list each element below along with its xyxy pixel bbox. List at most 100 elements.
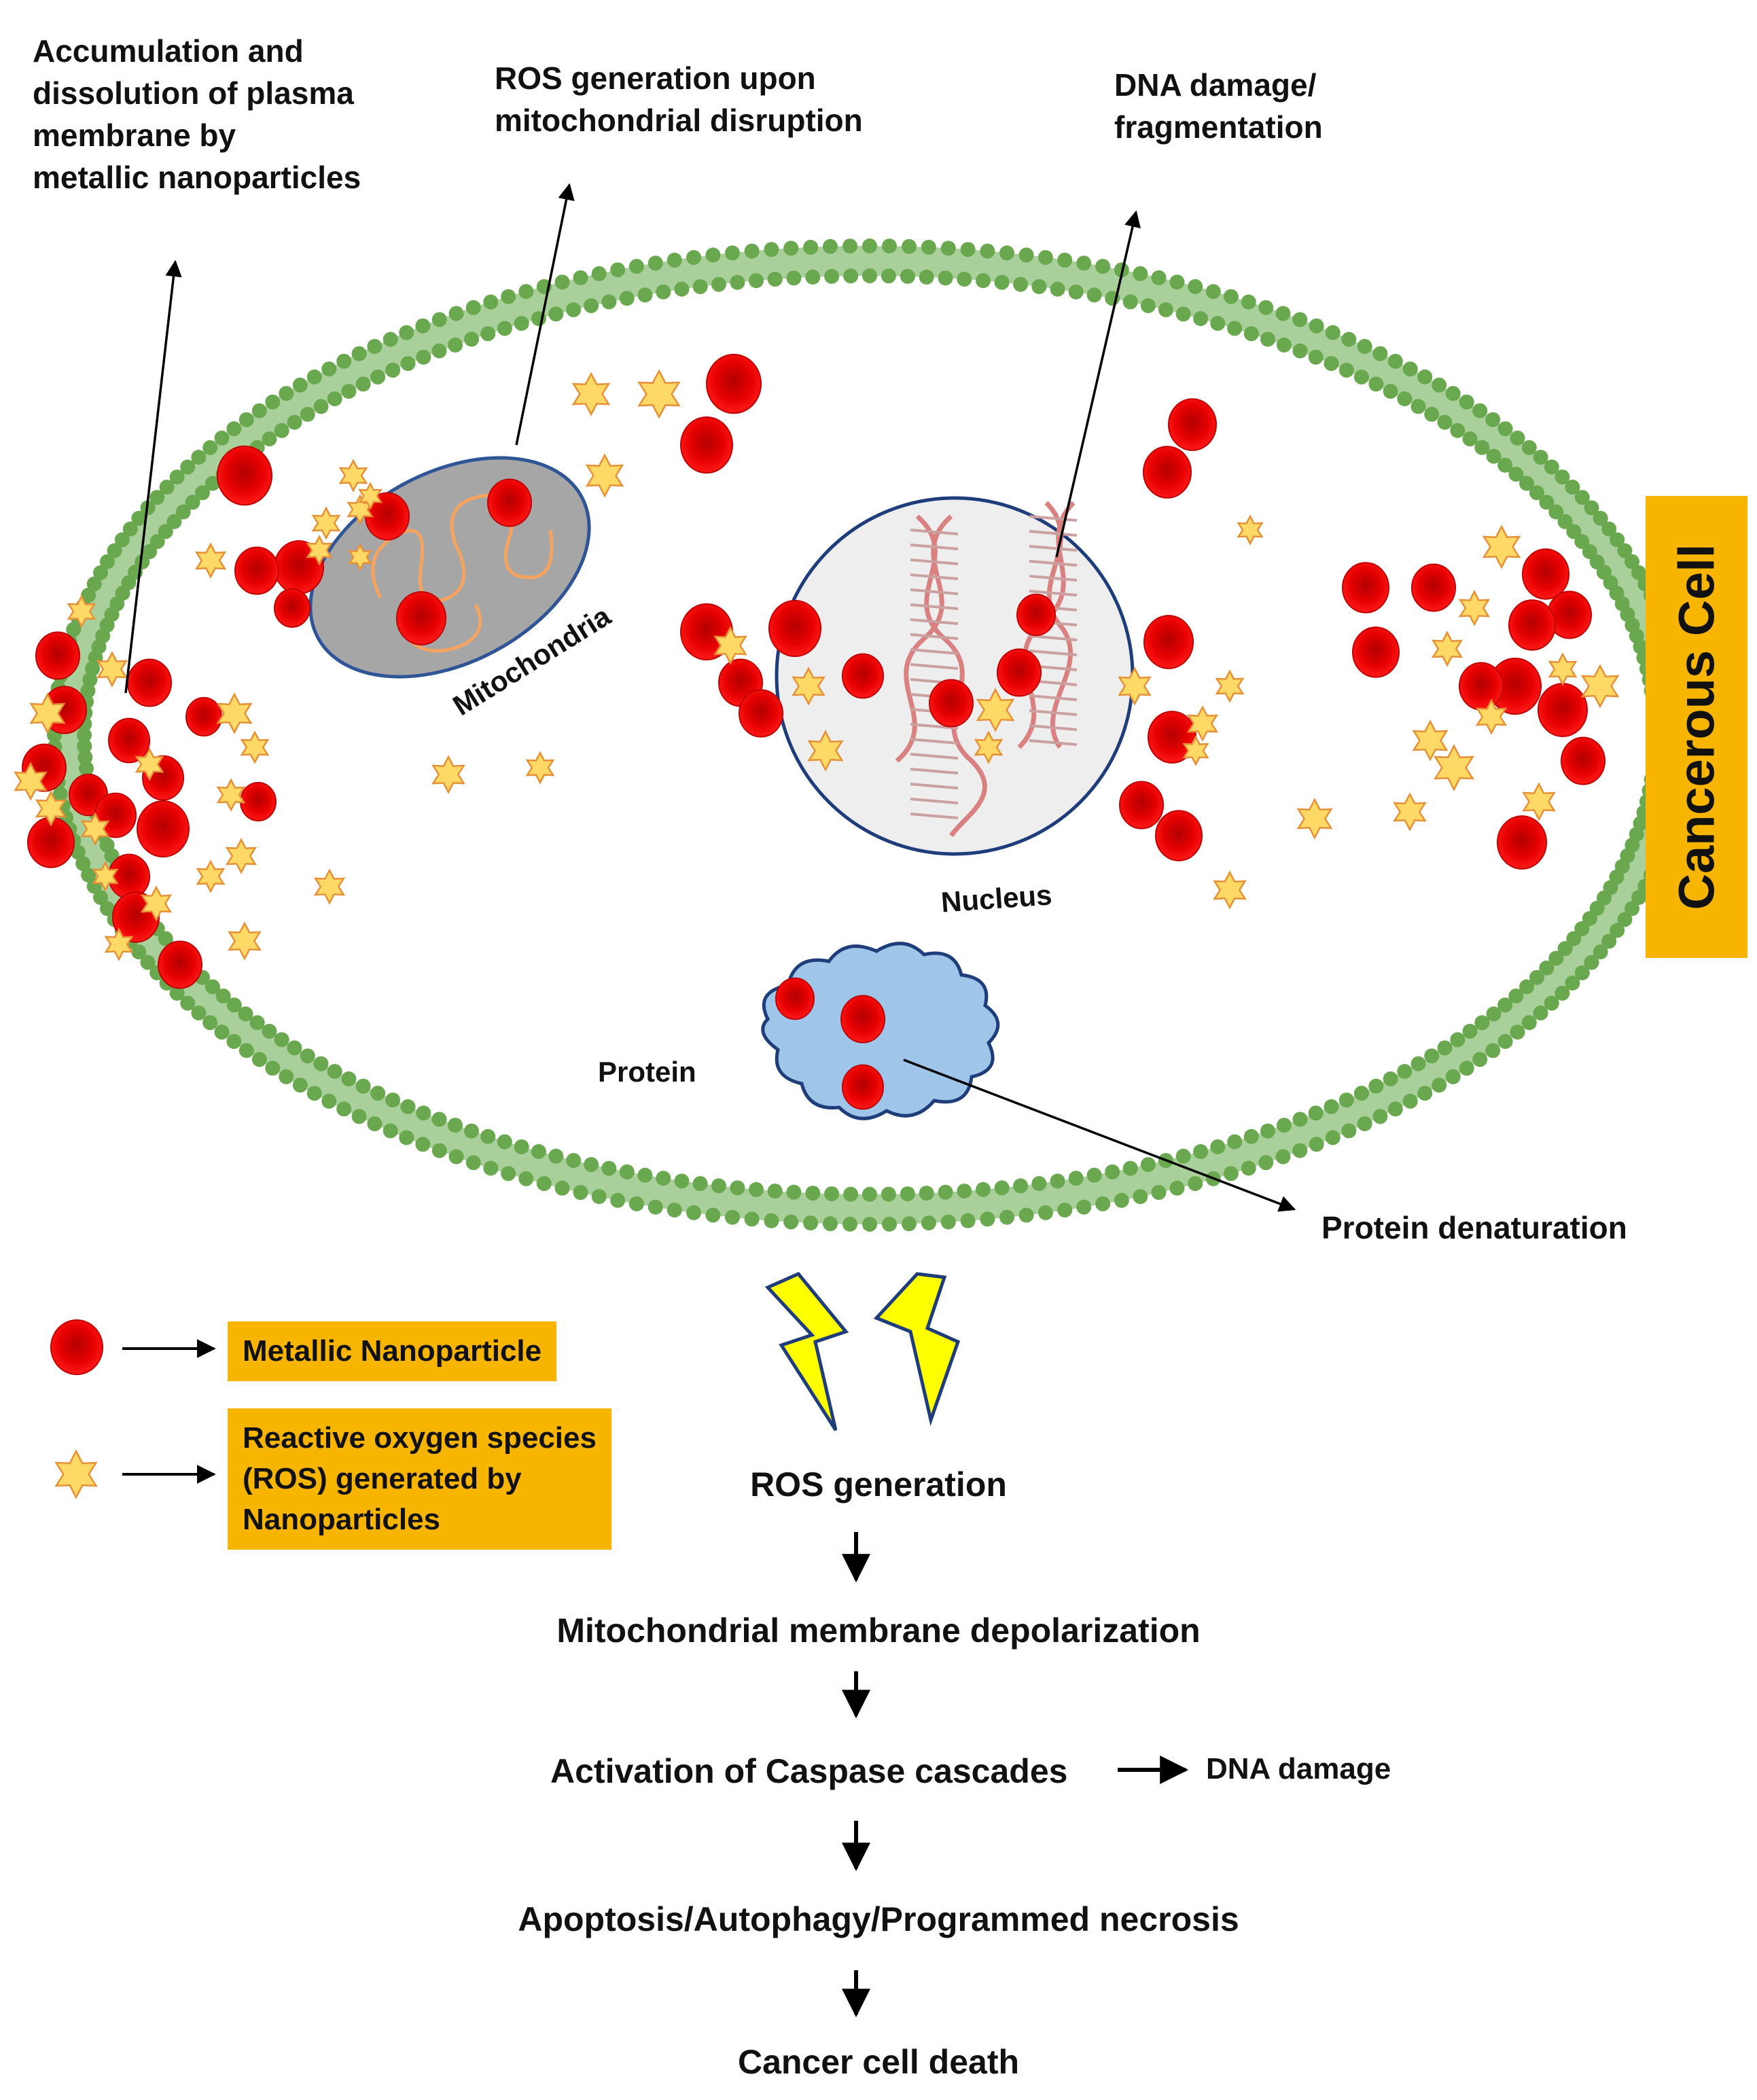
lipid-head [1292,1143,1308,1158]
lipid-head [656,284,671,300]
lipid-head [994,274,1010,290]
lipid-head [480,326,496,342]
lipid-head [1557,941,1573,957]
lipid-head [1432,377,1447,393]
lipid-head [647,1199,663,1215]
lipid-head [497,321,512,336]
lipid-head [287,414,302,430]
lipid-head [842,1216,857,1232]
lipid-head [705,1207,721,1223]
lipid-head [803,1215,819,1231]
lipid-head [306,369,322,385]
lipid-head [938,270,953,286]
callout-dna: DNA damage/ fragmentation [1107,61,1330,151]
lipid-head [131,510,147,526]
lipid-head [1210,316,1226,331]
nanoparticle-icon [234,546,279,595]
lipid-head [1151,1185,1167,1200]
lipid-head [637,287,653,303]
dna-rung [1029,694,1078,701]
lipid-head [674,1173,690,1189]
lipid-head [385,1092,401,1108]
lipid-head [1057,1203,1073,1218]
nanoparticle-icon [1561,736,1605,785]
lipid-head [1462,431,1478,447]
lipid-head [610,1192,626,1208]
lipid-head [1544,459,1559,475]
particle-layer [14,353,1620,1110]
flow-cancer-cell-death: Cancer cell death [737,2043,1020,2081]
lipid-head [531,1144,546,1159]
lipid-head [1533,450,1548,465]
nucleus-body [775,496,1135,856]
lipid-head [135,554,150,570]
lipid-head [327,1064,342,1079]
lipid-head [1258,1155,1274,1171]
lipid-head [122,521,138,537]
lipid-head [921,1215,936,1231]
ros-star-icon [1548,652,1578,686]
lipid-head [399,1130,414,1145]
lipid-head [464,1123,479,1139]
lipid-head [1539,495,1555,510]
ros-star-icon [1182,735,1209,766]
callout-accumulation: Accumulation and dissolution of plasma m… [26,27,368,201]
lipid-head [1474,440,1490,455]
lipid-head [185,495,200,510]
nanoparticle-icon [840,995,885,1044]
lipid-head [169,985,185,1001]
ros-star-icon [974,730,1004,764]
ros-star-icon [1118,666,1152,706]
cancerous-cell-label: Cancerous Cell [1668,544,1725,910]
lipid-head [1372,346,1388,361]
ros-star-icon [306,535,333,566]
ros-star-icon [14,762,48,801]
arrow-ros-mito [515,183,575,446]
ros-star-icon [348,543,372,571]
lipid-head [93,890,108,905]
lipid-head [692,1176,708,1192]
callout-protein-denaturation: Protein denaturation [1315,1204,1634,1251]
lipid-head [158,524,173,539]
lipid-head [1486,448,1502,464]
lipid-head [1548,950,1564,966]
lipid-head [1574,921,1590,936]
lipid-head [1292,312,1308,327]
lipid-head [287,1040,302,1056]
mitochondria-body [308,456,591,679]
nanoparticle-icon [1459,662,1504,711]
lipid-head [431,312,447,327]
lipid-head [1445,386,1461,402]
lipid-head [637,1167,653,1183]
lipid-head [1277,1118,1292,1133]
lipid-head [202,1015,218,1031]
lipid-head [725,245,740,261]
lipid-head [1387,353,1403,369]
nanoparticle-icon [706,353,762,414]
ros-star-icon [1215,669,1245,703]
lipid-head [1521,1015,1537,1031]
lipid-head [548,1148,564,1164]
lipid-head [77,749,93,765]
lipid-head [1417,369,1433,385]
dna-rung [1029,649,1078,656]
lipid-head [1510,430,1525,446]
lipid-head [251,403,267,419]
lipid-head [1169,1180,1185,1196]
nanoparticle-icon [108,853,150,900]
lipid-head [1462,1023,1478,1039]
ros-star-icon [1433,744,1475,791]
nucleus [775,496,1135,856]
lipid-head [1566,931,1582,946]
lipid-head [1227,321,1243,336]
lipid-head [1497,421,1513,437]
ros-star-icon [216,778,246,812]
lipid-head [66,622,82,637]
flow-caspase-dna-damage: DNA damage [1206,1752,1391,1785]
lipid-head [1472,403,1488,419]
lipid-head [1574,490,1590,505]
lipid-head [881,268,896,284]
legend-ros-label: Reactive oxygen species (ROS) generated … [228,1408,611,1550]
lipid-head [448,306,464,321]
lipid-head [938,1184,953,1200]
